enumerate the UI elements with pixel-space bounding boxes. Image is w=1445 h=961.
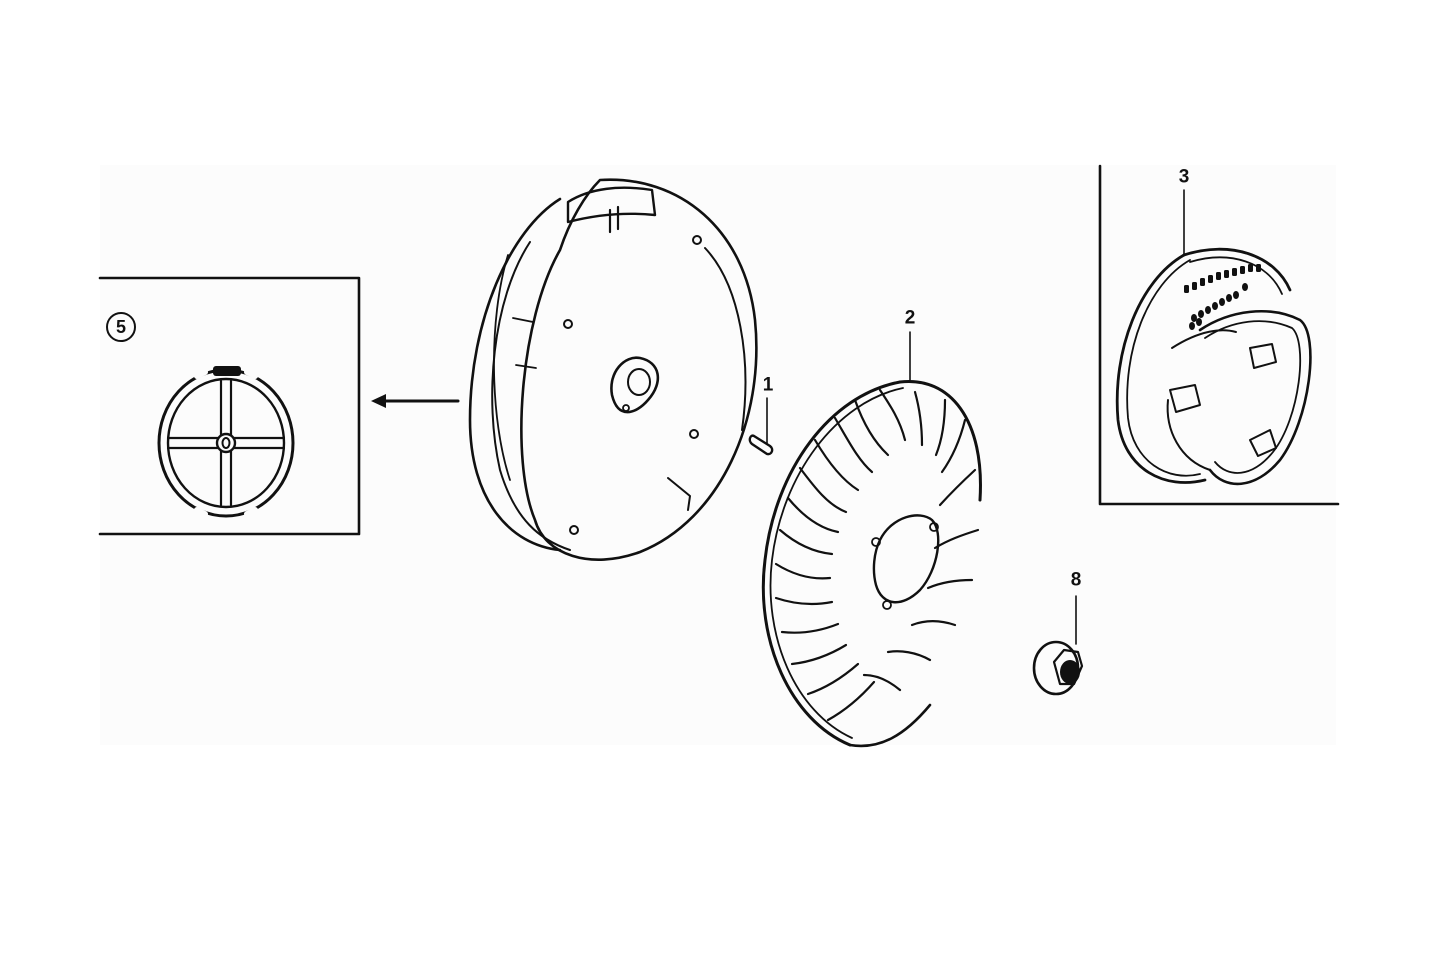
flange-nut-drawing: [1032, 595, 1084, 696]
inset-5-frame: [98, 276, 361, 536]
woodruff-key-drawing: [748, 397, 774, 456]
cooling-fan-drawing: [761, 331, 982, 748]
starter-pulley-drawing: [1115, 189, 1312, 486]
callout-8-label: 8: [1070, 569, 1082, 591]
callout-2-label: 2: [904, 307, 916, 329]
flywheel-drawing: [468, 178, 758, 561]
inset-3-frame: [1098, 164, 1340, 506]
callout-5-label: 5: [115, 316, 126, 337]
callout-5-badge: 5: [106, 312, 136, 342]
callout-3-label: 3: [1178, 166, 1190, 188]
flywheel-rear-view-drawing: [157, 366, 295, 518]
callout-1-label: 1: [762, 374, 774, 396]
view-direction-arrow: [371, 394, 460, 408]
